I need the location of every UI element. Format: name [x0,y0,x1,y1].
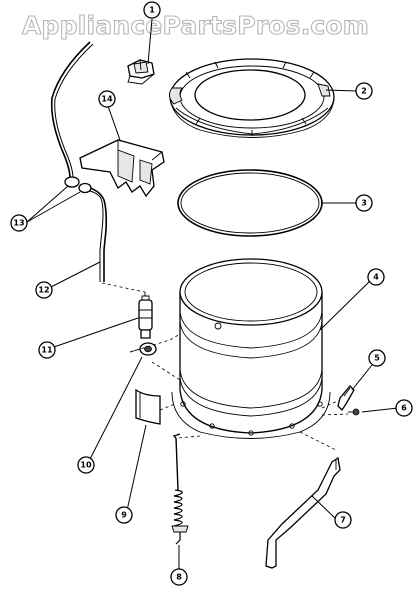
part-4-outer-tub [171,258,331,439]
callout-6-label: 6 [401,404,407,413]
callout-10-label: 10 [80,461,92,470]
callout-5: 5 [368,349,386,367]
part-10-fitting [129,342,157,356]
callout-7-label: 7 [340,516,346,525]
callout-3-label: 3 [361,199,367,208]
callout-1-label: 1 [149,6,155,15]
callout-12-label: 12 [38,286,49,295]
part-7-support-rod [265,456,341,569]
callout-7: 7 [334,511,352,529]
part-14-bracket [79,139,165,198]
callout-9: 9 [115,506,133,524]
part-12-hose [50,41,108,282]
part-6-screw [348,408,360,416]
callout-3: 3 [355,194,373,212]
leader-lines [26,18,399,570]
callout-2-label: 2 [361,87,367,96]
callout-13-label: 13 [13,219,24,228]
part-5-clip [337,385,355,412]
callout-11: 11 [38,341,56,359]
part-11-switch [138,292,153,339]
callout-5-label: 5 [374,354,380,363]
part-1-clip [127,59,155,85]
part-3-gasket [177,169,323,237]
callout-14-label: 14 [101,95,113,104]
callout-12: 12 [35,281,53,299]
callout-6: 6 [395,399,413,417]
callout-8-label: 8 [176,573,182,582]
part-9-shield [135,388,161,425]
callout-14: 14 [98,90,116,108]
assembly-lines [101,282,349,451]
callout-9-label: 9 [121,511,127,520]
callout-4-label: 4 [373,273,379,282]
callout-8: 8 [170,568,188,586]
part-13-hose-clamps [64,176,92,194]
callout-13: 13 [10,214,28,232]
watermark-text: AppliancePartsPros.com [22,11,369,40]
callout-11-label: 11 [41,346,53,355]
part-2-tub-ring [169,58,335,138]
callout-10: 10 [77,456,95,474]
part-8-spring [171,433,189,545]
callout-1: 1 [143,1,161,19]
callout-2: 2 [355,82,373,100]
callout-4: 4 [367,268,385,286]
